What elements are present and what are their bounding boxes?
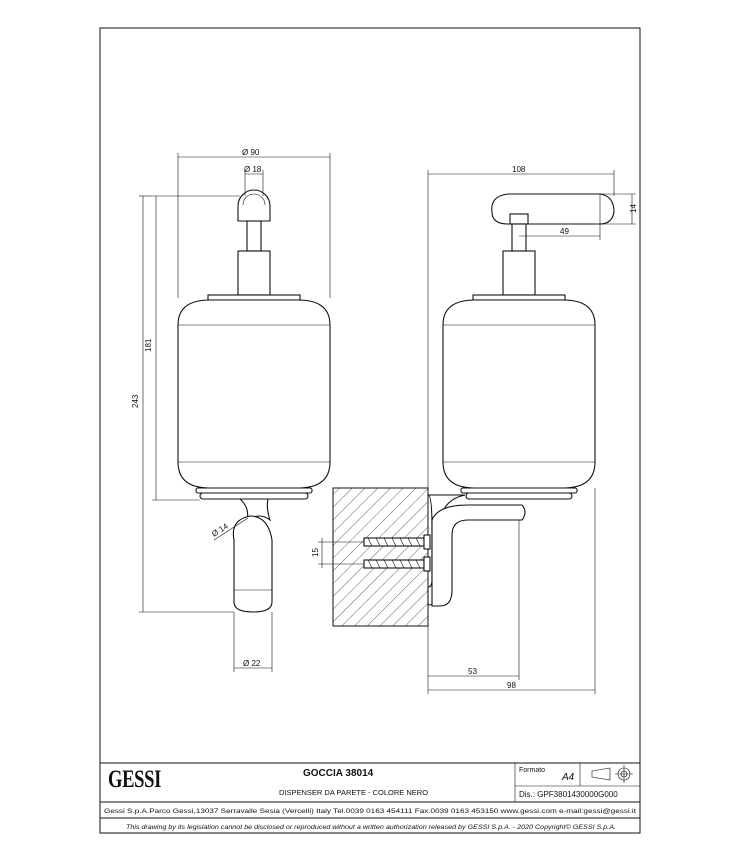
side-view: 108 14 49 15 53 98 bbox=[311, 165, 638, 694]
wall-section bbox=[332, 487, 429, 627]
dim-front-knob-diameter: Ø 18 bbox=[244, 165, 262, 174]
product-name: GOCCIA 38014 bbox=[303, 768, 374, 779]
dim-side-knob-height: 14 bbox=[629, 204, 638, 213]
dim-side-width: 108 bbox=[512, 165, 526, 174]
dim-side-wall-to-body: 53 bbox=[468, 667, 477, 676]
dim-front-body-height: 181 bbox=[144, 338, 153, 352]
front-view: Ø 90 Ø 18 181 243 Ø 14 Ø 22 bbox=[131, 148, 331, 672]
drawing-number: Dis.: GPF3801430000G000 bbox=[519, 790, 618, 799]
wall-screw-upper bbox=[363, 534, 431, 550]
dim-front-total-height: 243 bbox=[131, 394, 140, 408]
dim-side-wall-to-front: 98 bbox=[507, 681, 516, 690]
brand-logo: GESSI bbox=[108, 766, 161, 793]
dim-front-body-diameter: Ø 90 bbox=[242, 148, 260, 157]
company-info: Gessi S.p.A.Parco Gessi,13037 Serravalle… bbox=[104, 808, 636, 815]
sheet-border bbox=[99, 27, 641, 834]
dim-front-bottom-diameter: Ø 22 bbox=[243, 659, 261, 668]
projection-symbol-icon bbox=[591, 765, 633, 783]
format-value: A4 bbox=[561, 772, 575, 783]
dim-side-knob-offset: 49 bbox=[560, 227, 569, 236]
copyright-notice: This drawing by its legislation cannot b… bbox=[126, 824, 616, 831]
product-description: DISPENSER DA PARETE - COLORE NERO bbox=[279, 788, 428, 797]
format-label: Formato bbox=[519, 767, 545, 774]
title-block: GESSI GOCCIA 38014 DISPENSER DA PARETE -… bbox=[100, 762, 640, 831]
dim-side-screw-spacing: 15 bbox=[311, 548, 320, 557]
